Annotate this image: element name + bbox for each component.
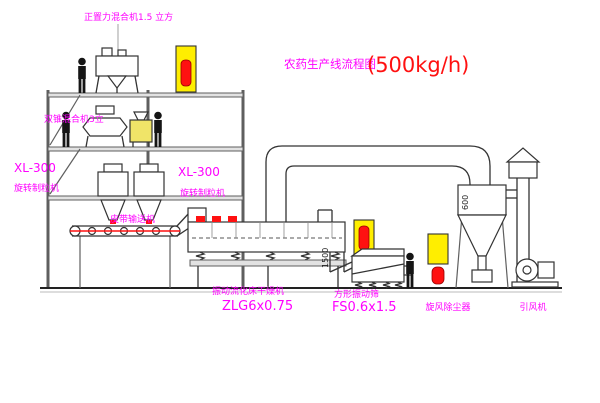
double-cone-mixer-label: 双锥混合机3立 — [44, 113, 104, 125]
control-cabinet-1 — [175, 45, 197, 93]
granulator-mid-model-label: XL-300 — [178, 165, 220, 179]
sieve-model-label: FS0.6x1.5 — [332, 300, 397, 315]
top-mixer-label: 正置力混合机1.5 立方 — [84, 11, 173, 23]
granulator-left — [97, 163, 129, 224]
control-cabinet-2 — [353, 219, 375, 255]
dryer-model-label: ZLG6x0.75 — [222, 299, 293, 314]
page-title: 农药生产线流程图 — [284, 57, 376, 71]
fluid-bed-dryer — [176, 207, 347, 287]
capacity-label: (500kg/h) — [367, 53, 469, 77]
cyclone-separator: 600 — [455, 184, 517, 289]
worker-figure — [154, 111, 162, 147]
vibrating-sieve — [350, 248, 413, 289]
top-mixer — [95, 24, 139, 94]
granulator-left-name-label: 旋转制粒机 — [14, 182, 59, 194]
belt-conveyor — [69, 225, 181, 288]
belt-conveyor-label: 皮带输送机 — [110, 213, 155, 225]
structure-frame — [46, 90, 245, 288]
dryer-name-label: 振动流化床干燥机 — [212, 285, 284, 297]
granulator-mid — [133, 163, 165, 224]
fan-name-label: 引风机 — [519, 301, 546, 313]
discharge-duct: 1500 — [321, 248, 353, 273]
worker-figure — [406, 252, 414, 288]
worker-figure — [78, 57, 86, 93]
mill-machine — [129, 111, 153, 147]
vent-cap-body — [508, 161, 538, 179]
cyclone-dimension-label: 600 — [461, 195, 470, 210]
duct-dimension-label: 1500 — [321, 248, 330, 268]
exhaust-duct — [265, 145, 491, 222]
granulator-mid-name-label: 旋转制粒机 — [180, 187, 225, 199]
granulator-left-model-label: XL-300 — [14, 161, 56, 175]
ground-line — [40, 287, 562, 293]
double-cone-mixer — [82, 105, 128, 148]
cyclone-name-label: 旋风除尘器 — [425, 301, 470, 313]
control-cabinet-3 — [427, 233, 449, 285]
vent-cap-cone — [505, 147, 541, 163]
sieve-name-label: 方形振动筛 — [334, 288, 379, 300]
induced-draft-fan — [511, 258, 559, 288]
